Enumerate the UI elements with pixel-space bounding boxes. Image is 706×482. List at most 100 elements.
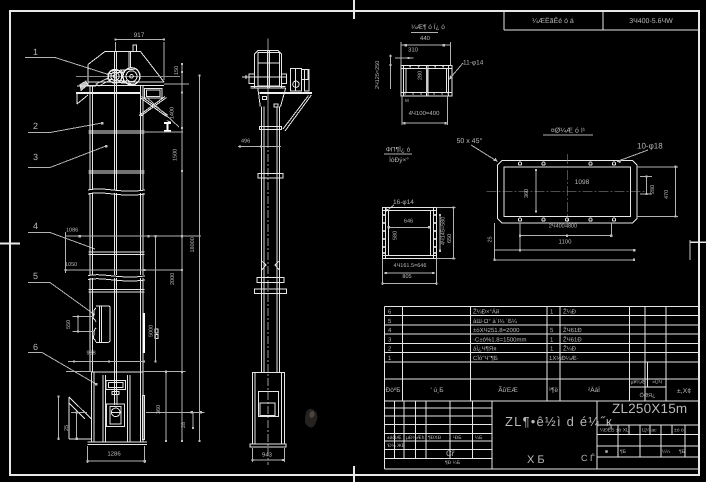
svg-text:ZL250X15m: ZL250X15m bbox=[612, 401, 687, 416]
svg-text:2000: 2000 bbox=[170, 273, 176, 285]
svg-text:360: 360 bbox=[156, 405, 162, 414]
svg-text:±óXЧ251.8=2000: ±óXЧ251.8=2000 bbox=[473, 327, 520, 334]
svg-text:988: 988 bbox=[87, 351, 96, 357]
svg-text:Χ Б: Χ Б bbox=[527, 454, 545, 466]
svg-text:¼ĐÊБ ±ó XЦ: ¼ĐÊБ ±ó XЦ bbox=[600, 427, 630, 434]
svg-text:496: 496 bbox=[241, 139, 250, 145]
svg-text:6: 6 bbox=[388, 309, 392, 316]
svg-text:M: M bbox=[405, 98, 409, 103]
svg-text:1: 1 bbox=[550, 346, 554, 353]
svg-text:2Ч125=250: 2Ч125=250 bbox=[375, 61, 381, 89]
svg-text:5: 5 bbox=[33, 271, 38, 281]
svg-text:·C±ó%1.8=1500mm: ·C±ó%1.8=1500mm bbox=[473, 336, 526, 343]
svg-text:360: 360 bbox=[524, 189, 530, 198]
svg-text:¹ĐБ: ¹ĐБ bbox=[453, 435, 462, 441]
svg-text:¹¶ё: ¹¶ё bbox=[549, 387, 559, 394]
svg-text:4Ч145=580: 4Ч145=580 bbox=[441, 217, 447, 245]
svg-text:650: 650 bbox=[447, 234, 453, 243]
svg-text:1400: 1400 bbox=[170, 107, 176, 119]
svg-text:ŽЧ61Đ: ŽЧ61Đ bbox=[563, 326, 582, 334]
svg-text:4: 4 bbox=[33, 221, 38, 231]
svg-text:■: ■ bbox=[605, 449, 608, 455]
svg-text:3: 3 bbox=[33, 152, 38, 162]
svg-text:Ц¼ ас: Ц¼ ас bbox=[642, 428, 657, 434]
svg-text:Cř: Cř bbox=[446, 449, 455, 458]
svg-text:1: 1 bbox=[550, 336, 554, 343]
svg-text:1X¼Đ¼Æ·: 1X¼Đ¼Æ· bbox=[549, 355, 579, 362]
svg-text:µĐ¼Æh: µĐ¼Æh bbox=[406, 435, 425, 441]
svg-text:3Ч400-5.6ЧW: 3Ч400-5.6ЧW bbox=[629, 18, 673, 25]
svg-text:2: 2 bbox=[388, 346, 392, 353]
svg-text:¶ĐXĐ: ¶ĐXĐ bbox=[428, 435, 442, 441]
svg-text:ZL¶•ê½ì d é¼˝қ: ZL¶•ê½ì d é¼˝қ bbox=[505, 414, 613, 429]
svg-text:ĐòºБ: ĐòºБ bbox=[386, 387, 401, 394]
svg-text:917: 917 bbox=[134, 32, 145, 39]
svg-text:ŽЧ61Đ: ŽЧ61Đ bbox=[563, 335, 582, 343]
svg-text:Ž¼Đ: Ž¼Đ bbox=[563, 308, 577, 316]
svg-text:580: 580 bbox=[393, 231, 399, 240]
svg-text:¶Б: ¶Б bbox=[679, 449, 686, 455]
svg-text:¶Б: ¶Б bbox=[620, 449, 627, 455]
svg-text:25: 25 bbox=[64, 425, 70, 431]
svg-text:±ó ӧ: ±ó ӧ bbox=[674, 428, 684, 434]
svg-text:1286: 1286 bbox=[107, 451, 121, 458]
svg-text:1: 1 bbox=[388, 355, 392, 362]
svg-text:3: 3 bbox=[388, 336, 392, 343]
svg-text:С Ѓ: С Ѓ bbox=[581, 453, 595, 463]
svg-text:2: 2 bbox=[33, 121, 38, 131]
svg-text:646: 646 bbox=[404, 219, 413, 225]
svg-text:±,X¢: ±,X¢ bbox=[677, 388, 691, 395]
svg-text:2Ч400=800: 2Ч400=800 bbox=[549, 224, 577, 230]
svg-text:550: 550 bbox=[66, 320, 72, 329]
svg-text:5: 5 bbox=[550, 327, 554, 334]
svg-text:440: 440 bbox=[420, 35, 431, 42]
svg-text:18000: 18000 bbox=[190, 237, 196, 252]
svg-text:Ž¼Đ: Ž¼Đ bbox=[563, 345, 577, 353]
svg-text:1050: 1050 bbox=[65, 262, 77, 268]
svg-text:áÏ¿Ч¶Яя: áÏ¿Ч¶Яя bbox=[473, 345, 496, 353]
svg-text:1086: 1086 bbox=[66, 228, 78, 234]
svg-text:5000: 5000 bbox=[149, 325, 155, 337]
svg-text:¤Ø¼Æ ó І¹: ¤Ø¼Æ ó І¹ bbox=[551, 127, 586, 135]
svg-text:ÏόĐý×°: ÏόĐý×° bbox=[389, 156, 409, 164]
svg-text:470: 470 bbox=[664, 190, 670, 199]
svg-text:280: 280 bbox=[650, 185, 656, 194]
svg-text:±àÖÆ: ±àÖÆ bbox=[387, 434, 401, 441]
svg-text:'Đ¼ ЖБ: 'Đ¼ ЖБ bbox=[387, 443, 406, 449]
svg-text:¶Đ ¼Б: ¶Đ ¼Б bbox=[445, 460, 461, 466]
svg-text:ΦΠ¶Ï¿ ó: ΦΠ¶Ï¿ ó bbox=[386, 146, 411, 154]
svg-text:¼¼: ¼¼ bbox=[662, 449, 671, 455]
svg-text:805: 805 bbox=[402, 274, 411, 280]
svg-text:¼Б: ¼Б bbox=[475, 435, 483, 441]
svg-text:²ÄáЇ: ²ÄáЇ bbox=[588, 386, 600, 394]
svg-text:50 x 45°: 50 x 45° bbox=[457, 138, 483, 145]
svg-text:4Ч100=400: 4Ч100=400 bbox=[409, 110, 441, 117]
svg-text:µ¥¼Æ: µ¥¼Æ bbox=[631, 380, 646, 386]
svg-text:4Ч161.5=646: 4Ч161.5=646 bbox=[394, 263, 427, 269]
svg-text:áШ·Ω° á´І¼ ´Б¼: áШ·Ω° á´І¼ ´Б¼ bbox=[473, 318, 518, 325]
svg-text:5: 5 bbox=[388, 318, 392, 325]
svg-text:×ÜЧ: ×ÜЧ bbox=[652, 379, 662, 386]
svg-text:10-φ18: 10-φ18 bbox=[637, 142, 663, 151]
svg-text:28: 28 bbox=[181, 422, 187, 428]
svg-text:280: 280 bbox=[418, 71, 424, 80]
svg-text:ÖØЯ¿: ÖØЯ¿ bbox=[640, 392, 656, 399]
svg-text:11-φ14: 11-φ14 bbox=[463, 60, 484, 67]
svg-text:¼ÆËãÊé ó á: ¼ÆËãÊé ó á bbox=[532, 16, 574, 25]
svg-text:1: 1 bbox=[550, 309, 554, 316]
svg-text:¼Æ¶ ó Ï¿ ó: ¼Æ¶ ó Ï¿ ó bbox=[411, 23, 445, 31]
svg-text:16-φ14: 16-φ14 bbox=[393, 199, 414, 206]
svg-text:CÏό"Ч"¶Б: CÏό"Ч"¶Б bbox=[473, 354, 498, 362]
svg-text:1500: 1500 bbox=[173, 149, 179, 161]
svg-text:Ž¼Đ×°Áй: Ž¼Đ×°Áй bbox=[473, 308, 499, 316]
svg-text:ÃûΈÆ: ÃûΈÆ bbox=[498, 386, 518, 394]
svg-text:1: 1 bbox=[33, 47, 38, 57]
svg-text:4: 4 bbox=[388, 327, 392, 334]
svg-text:25: 25 bbox=[488, 236, 494, 242]
svg-text:150: 150 bbox=[174, 66, 180, 75]
svg-text:' ú¸Б: ' ú¸Б bbox=[430, 387, 443, 394]
svg-text:1098: 1098 bbox=[575, 179, 590, 186]
svg-text:943: 943 bbox=[262, 452, 273, 459]
svg-text:310: 310 bbox=[408, 47, 419, 54]
svg-text:1100: 1100 bbox=[559, 239, 573, 246]
